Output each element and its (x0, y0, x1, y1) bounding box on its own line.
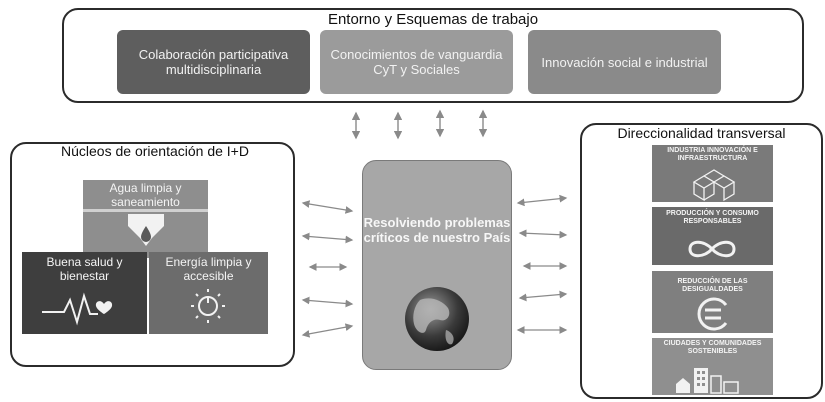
left-arrows (301, 200, 354, 338)
equality-circle-icon (697, 297, 728, 331)
innovation-card: Innovación social e industrial (528, 30, 721, 94)
energy-label: Energía limpia y accesible (165, 255, 252, 283)
inequality-sdg-card (652, 271, 773, 333)
infinity-icon (688, 240, 736, 258)
knowledge-card: Conocimientos de vanguardia CyT y Social… (320, 30, 513, 94)
collaboration-card: Colaboración participativa multidiscipli… (117, 30, 310, 94)
industry-cubes-icon (692, 169, 736, 202)
transversal-title: Direccionalidad transversal (617, 125, 786, 141)
water-divider (83, 209, 208, 212)
health-sdg-card (22, 252, 147, 334)
consumption-sdg-card (652, 207, 773, 265)
cities-label: CIUDADES Y COMUNIDADES SOSTENIBLES (663, 340, 762, 355)
globe-icon (405, 287, 469, 351)
rd-nuclei-title: Núcleos de orientación de I+D (61, 143, 249, 159)
environment-title: Entorno y Esquemas de trabajo (327, 11, 539, 28)
water-label: Agua limpia y saneamiento (109, 181, 182, 209)
city-buildings-icon (676, 368, 739, 394)
central-problems-label: Resolviendo problemas críticos de nuestr… (363, 215, 511, 245)
innovation-label: Innovación social e industrial (541, 54, 708, 70)
heartbeat-icon (42, 292, 113, 326)
industry-sdg-card (652, 145, 773, 202)
health-label: Buena salud y bienestar (46, 255, 123, 283)
collaboration-label: Colaboración participativa multidiscipli… (138, 47, 289, 77)
inequality-label: REDUCCIÓN DE LAS DESIGUALDADES (677, 278, 748, 293)
right-arrows (516, 194, 568, 334)
vertical-arrows (351, 109, 488, 140)
cities-sdg-card (652, 338, 773, 395)
knowledge-label: Conocimientos de vanguardia CyT y Social… (330, 47, 503, 77)
consumption-label: PRODUCCIÓN Y CONSUMO RESPONSABLES (666, 210, 759, 225)
energy-power-icon (191, 289, 225, 323)
industry-label: INDUSTRIA INNOVACIÓN E INFRAESTRUCTURA (667, 147, 758, 162)
water-drop-icon (128, 214, 164, 246)
